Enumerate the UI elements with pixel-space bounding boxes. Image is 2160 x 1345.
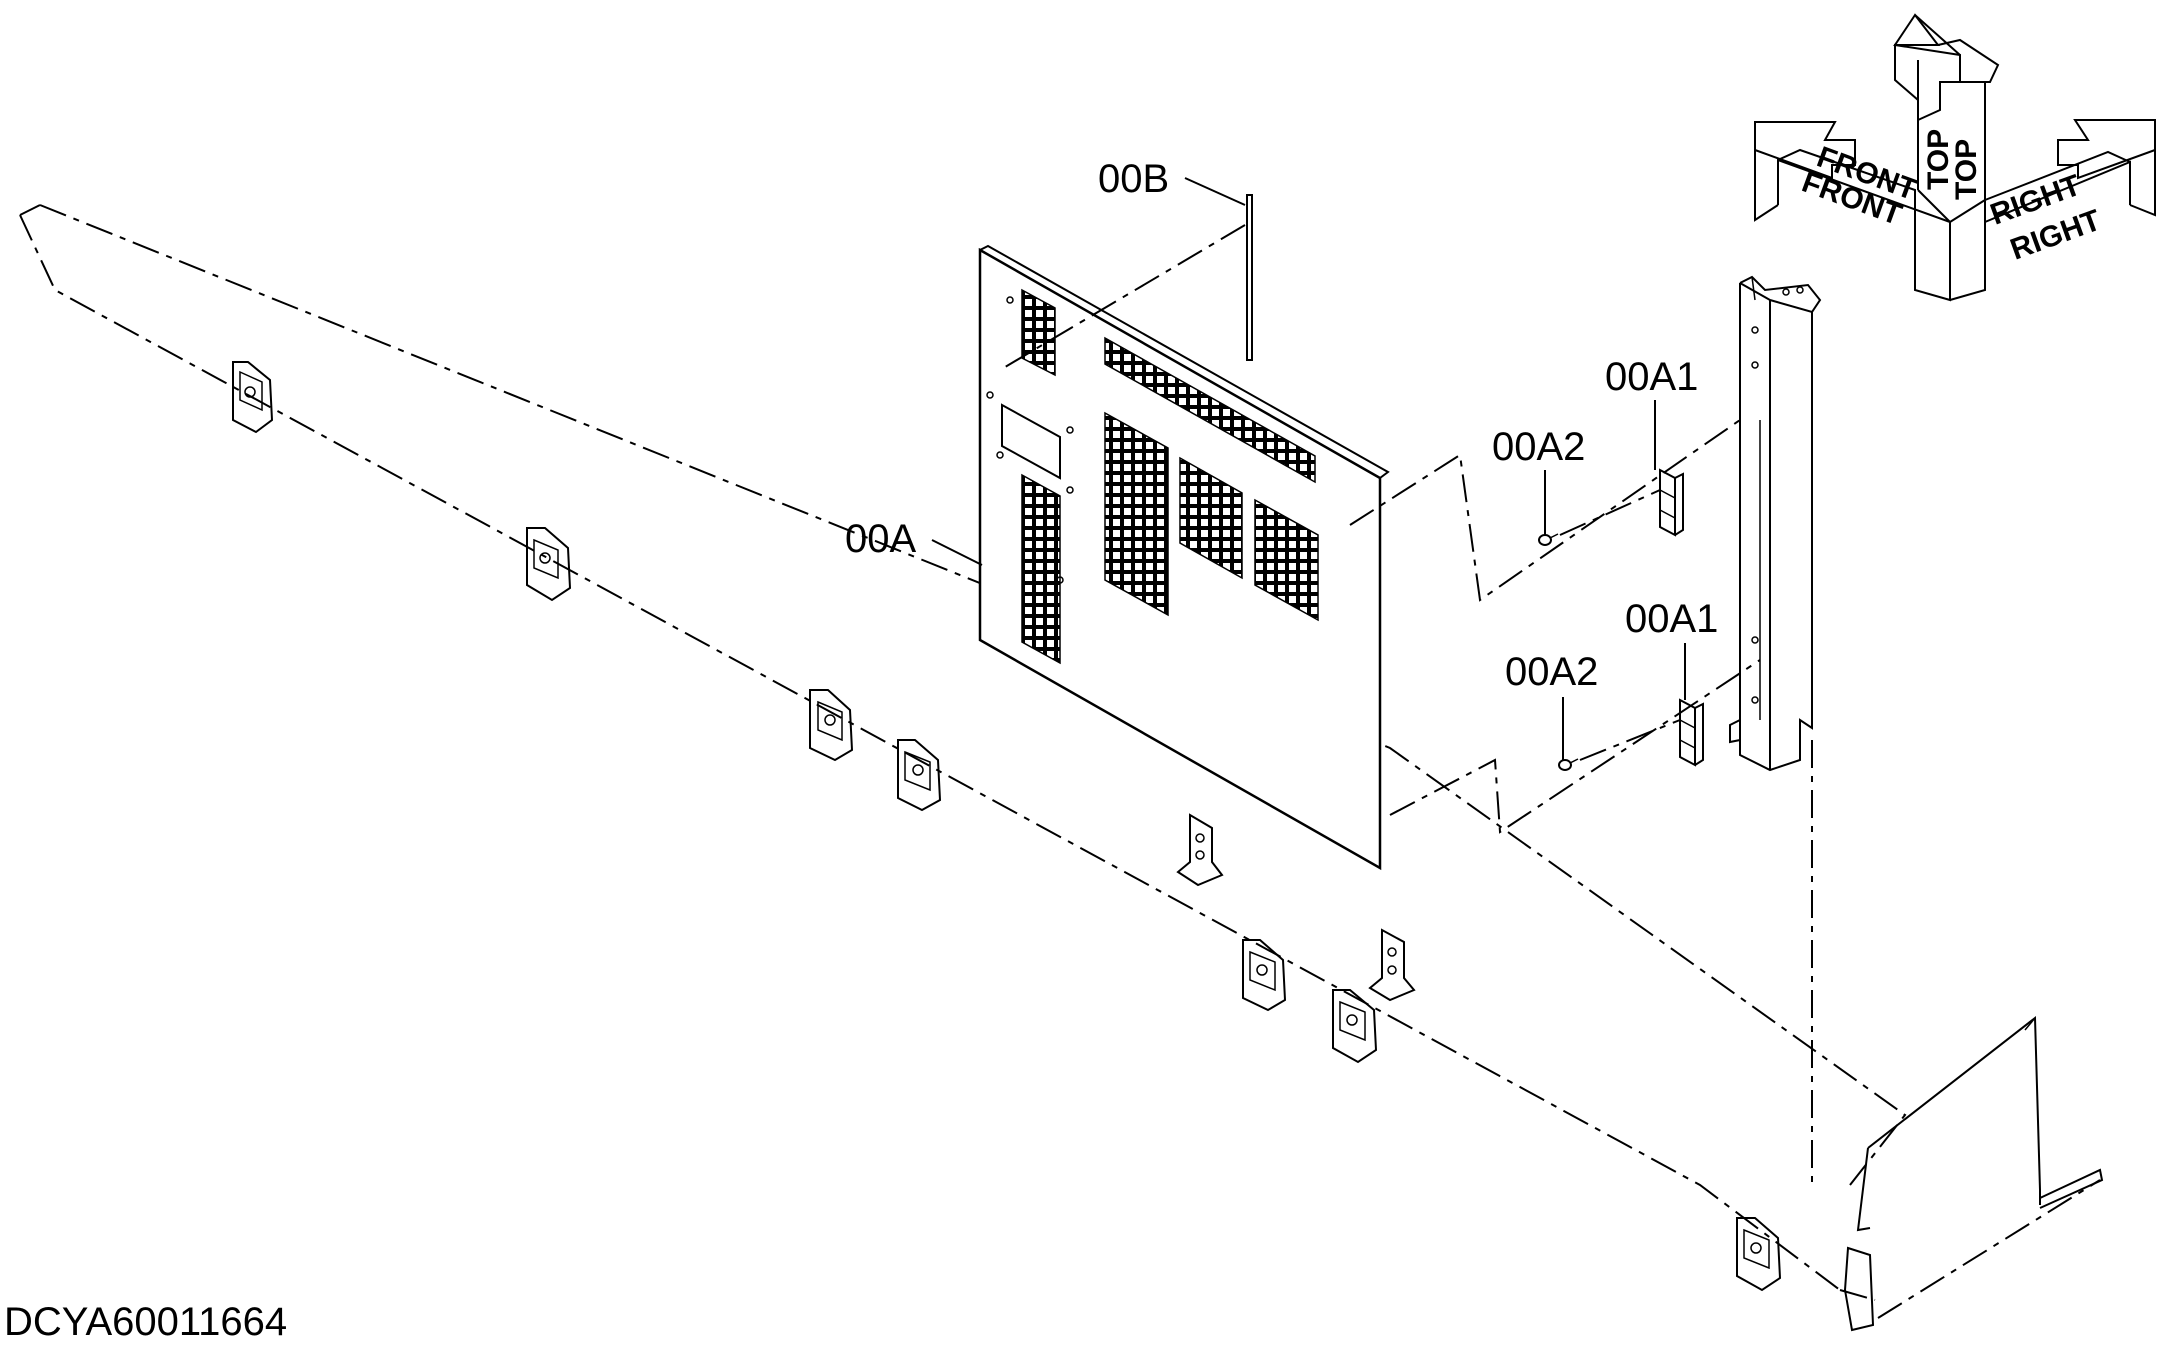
callout-label-bolt-upper: 00A2 — [1492, 425, 1585, 469]
mesh-vent-upper-left — [1021, 288, 1056, 377]
hinge-upper — [1659, 468, 1684, 537]
orientation-top-label: TOP — [1922, 129, 1955, 190]
mesh-vent-top-strip — [1104, 336, 1316, 484]
callout-label-hinge-lower: 00A1 — [1625, 597, 1718, 641]
access-panel — [978, 244, 1390, 871]
rail-bracket — [897, 739, 942, 812]
mesh-vent-center — [1179, 456, 1243, 580]
end-plate — [1843, 1015, 2104, 1332]
panel-cutout — [1001, 403, 1061, 480]
seal-strip — [999, 194, 1253, 371]
rail-tab-bracket — [1176, 813, 1224, 887]
orientation-arrows-icon: FRONT FRONT TOP TOP RIGHT RIGHT — [1754, 13, 2156, 302]
mesh-vent-tall — [1104, 411, 1169, 617]
rail-bracket — [1242, 939, 1287, 1012]
drawing-code: DCYA60011664 — [4, 1300, 287, 1344]
callout-00A2-upper: 00A2 — [1492, 425, 1585, 535]
callout-label-hinge-upper: 00A1 — [1605, 355, 1698, 399]
mesh-vent-right — [1254, 498, 1319, 622]
bolt-upper — [1538, 533, 1559, 546]
rail-bracket — [232, 361, 274, 434]
rail-bracket — [1736, 1217, 1782, 1292]
rail-bracket — [526, 527, 572, 602]
callout-00A1-lower: 00A1 — [1625, 597, 1718, 700]
rail-bracket — [809, 689, 854, 762]
rail-tab-bracket — [1368, 928, 1416, 1002]
callout-label-bolt-lower: 00A2 — [1505, 650, 1598, 694]
callout-00A1-upper: 00A1 — [1605, 355, 1698, 470]
callout-00A: 00A — [845, 517, 983, 566]
assembly-centerlines — [1349, 419, 1761, 834]
mesh-vent-lower-left — [1021, 473, 1061, 665]
rail-mounting-brackets — [232, 361, 1782, 1292]
rail-bracket — [1332, 989, 1378, 1064]
callout-label-seal: 00B — [1098, 157, 1169, 201]
orientation-top-label-back: TOP — [1950, 139, 1983, 200]
bolt-lower — [1558, 758, 1579, 771]
callout-label-panel: 00A — [845, 517, 916, 561]
callout-00A2-lower: 00A2 — [1505, 650, 1598, 760]
callout-00B: 00B — [1098, 157, 1246, 206]
vertical-post — [1729, 275, 1822, 1190]
